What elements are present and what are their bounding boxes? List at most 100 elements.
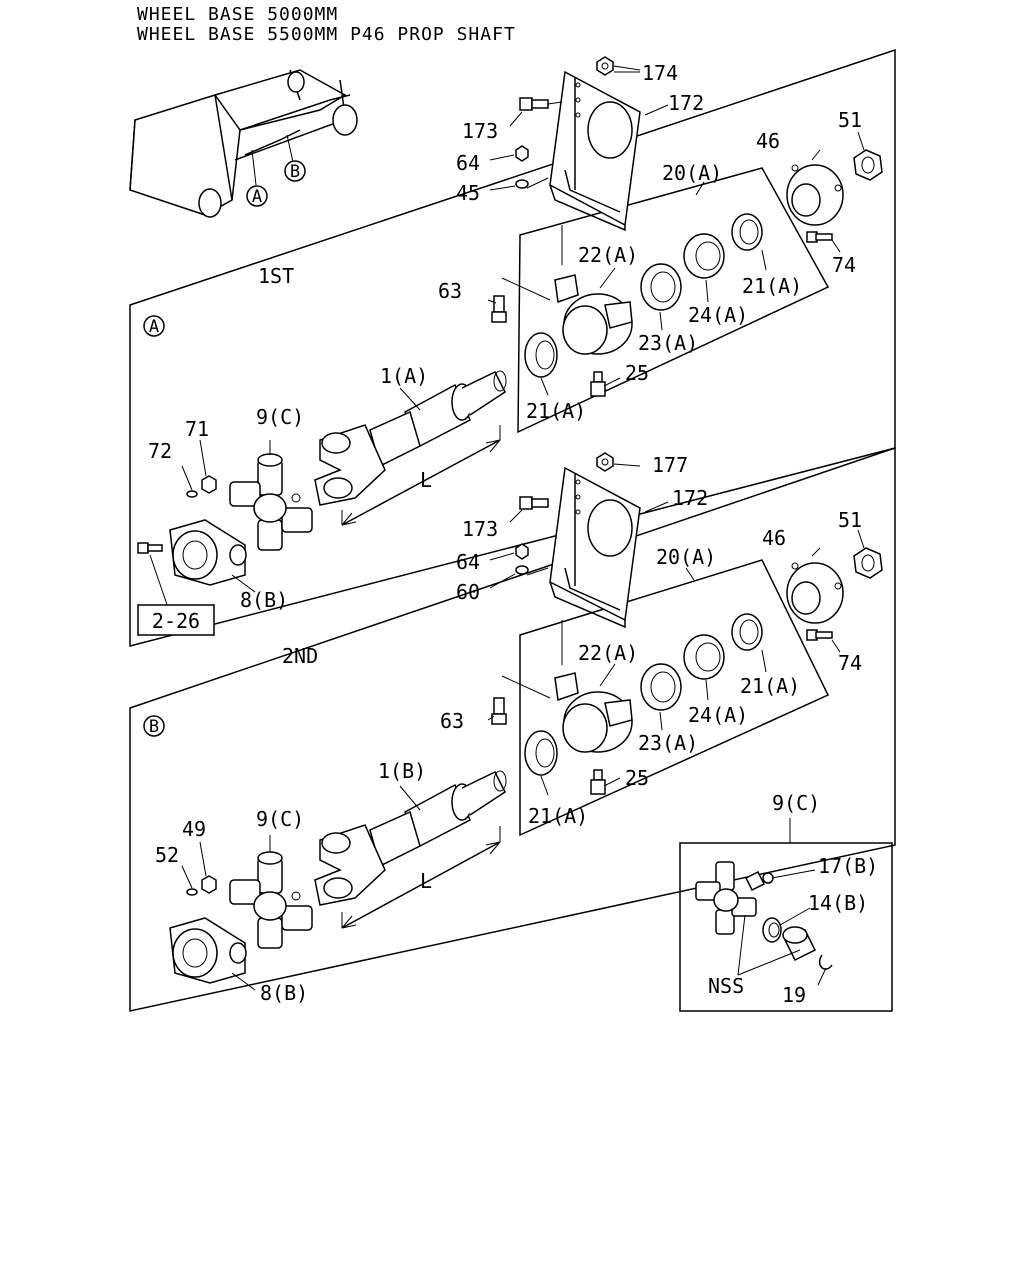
callout-172: 172	[668, 91, 704, 115]
callout-74: 74	[832, 253, 856, 277]
shaft-1b	[314, 770, 507, 906]
section-1st-title: 1ST	[258, 264, 294, 288]
callout-19: 19	[782, 983, 806, 1007]
section-2nd-marker-label: B	[149, 717, 159, 737]
bolt-63	[491, 295, 507, 323]
callout-21a-right-2nd: 21(A)	[740, 674, 800, 698]
callout-60: 60	[456, 580, 480, 604]
callout-51: 51	[838, 108, 862, 132]
callout-24a: 24(A)	[688, 303, 748, 327]
callout-8b: 8(B)	[240, 588, 288, 612]
bracket-172-2nd	[549, 466, 641, 629]
section-1st-panel	[129, 48, 896, 647]
callout-22a-2nd: 22(A)	[578, 641, 638, 665]
ref-box-2-26	[137, 604, 215, 636]
nut-71	[201, 475, 217, 494]
nut-51	[853, 149, 883, 181]
bolt-63-2nd	[491, 697, 507, 725]
bolt-74	[806, 231, 833, 243]
nut-64-2nd	[515, 543, 529, 560]
detail-cross	[695, 861, 757, 935]
callout-71: 71	[185, 417, 209, 441]
nut-64	[515, 145, 529, 162]
callout-20a-2nd: 20(A)	[656, 545, 716, 569]
callout-24a-2nd: 24(A)	[688, 703, 748, 727]
bearing-holder-22a	[554, 274, 633, 355]
truck-marker-a	[246, 185, 268, 207]
detail-9c-box	[679, 842, 893, 1012]
callout-9c: 9(C)	[256, 405, 304, 429]
section-1st-marker	[143, 315, 165, 337]
callout-20a: 20(A)	[662, 161, 722, 185]
nut-49	[201, 875, 217, 894]
callout-72: 72	[148, 439, 172, 463]
callout-23a-2nd: 23(A)	[638, 731, 698, 755]
washer-52	[186, 888, 198, 896]
detail-9c: 9(C) 17(B) 14(B)	[679, 791, 893, 1012]
nut-51-2nd	[853, 547, 883, 579]
bolt-flange-1st	[137, 542, 163, 554]
truck-marker-b-label: B	[290, 162, 300, 182]
seal-21a-left	[524, 332, 558, 378]
grease-nipple-25	[590, 371, 606, 397]
seal-21a-left-2nd	[524, 730, 558, 776]
callout-46-2nd: 46	[762, 526, 786, 550]
bearing-assembly-box	[517, 167, 830, 434]
flange-46	[786, 164, 844, 226]
callout-45: 45	[456, 181, 480, 205]
callout-1a: 1(A)	[380, 364, 428, 388]
section-1st: 1ST A	[129, 48, 896, 647]
callout-46: 46	[756, 129, 780, 153]
header-line-2: WHEEL BASE 5500MM P46 PROP SHAFT	[137, 24, 516, 45]
slinger-24a-2nd	[683, 634, 725, 680]
bearing-assembly-box-2	[519, 559, 830, 837]
ref-box-label: 2-26	[152, 609, 200, 633]
flange-yoke-8b	[169, 519, 247, 586]
callout-9c-2nd: 9(C)	[256, 807, 304, 831]
truck-marker-b	[284, 160, 306, 182]
truck-marker-a-label: A	[252, 187, 262, 207]
bearing-holder-22a-2nd	[554, 672, 633, 753]
nut-177	[596, 452, 614, 472]
bearing-cup	[782, 926, 817, 962]
callout-74-2nd: 74	[838, 651, 862, 675]
callout-21a-left-2nd: 21(A)	[528, 804, 588, 828]
section-2nd-panel	[129, 446, 896, 1012]
slinger-24a	[683, 233, 725, 279]
callout-8b-2nd: 8(B)	[260, 981, 308, 1005]
callout-51-2nd: 51	[838, 508, 862, 532]
callout-23a: 23(A)	[638, 331, 698, 355]
bracket-172	[549, 70, 641, 232]
grease-nipple-25-2nd	[590, 769, 606, 795]
washer-60	[515, 565, 529, 575]
truck-illustration: A B	[129, 69, 358, 218]
bolt-173	[519, 97, 549, 111]
callout-l-2nd: L	[420, 869, 432, 893]
callout-l: L	[420, 468, 432, 492]
callout-63: 63	[438, 279, 462, 303]
dimension-l-line	[341, 439, 501, 526]
washer-45	[515, 179, 529, 189]
detail-9c-title: 9(C)	[772, 791, 820, 815]
flange-46-2nd	[786, 562, 844, 624]
callout-52: 52	[155, 843, 179, 867]
callout-21a-right: 21(A)	[742, 274, 802, 298]
u-joint-9c-2nd	[229, 851, 313, 949]
callout-nss: NSS	[708, 974, 744, 998]
callout-14b: 14(B)	[808, 891, 868, 915]
callout-17b: 17(B)	[818, 854, 878, 878]
bolt-173-2nd	[519, 496, 549, 510]
callout-172-2nd: 172	[672, 486, 708, 510]
snap-ring-19	[818, 954, 833, 970]
section-2nd: 2ND B	[129, 446, 896, 1012]
header-line-1: WHEEL BASE 5000MM	[137, 4, 338, 25]
callout-25-2nd: 25	[625, 766, 649, 790]
callout-63-2nd: 63	[440, 709, 464, 733]
callout-174: 174	[642, 61, 678, 85]
callout-64-2nd: 64	[456, 550, 480, 574]
callout-64: 64	[456, 151, 480, 175]
callout-173-2nd: 173	[462, 517, 498, 541]
callout-177: 177	[652, 453, 688, 477]
callout-49: 49	[182, 817, 206, 841]
